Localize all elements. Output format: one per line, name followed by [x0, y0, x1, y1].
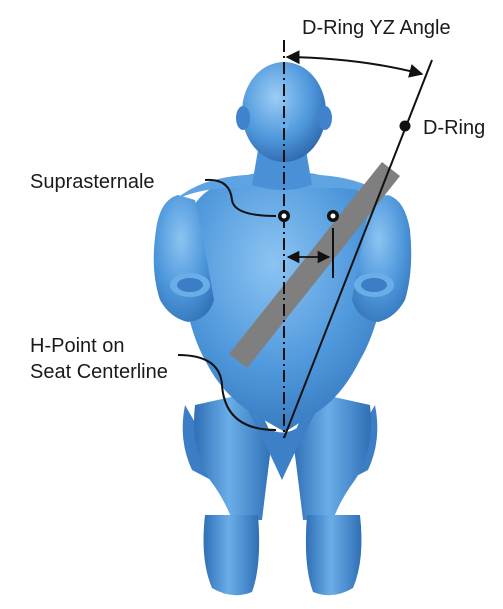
angle-label: D-Ring YZ Angle — [302, 17, 451, 39]
left-foot — [204, 515, 260, 595]
belt-reference-point-center — [331, 214, 336, 219]
suprasternale-point-center — [282, 214, 287, 219]
right-arm-stump-inner — [361, 278, 387, 292]
left-ear — [236, 106, 250, 130]
hpoint-label-line2: Seat Centerline — [30, 361, 168, 383]
d-ring-point — [400, 121, 411, 132]
right-foot — [306, 515, 362, 595]
left-arm-stump-inner — [177, 278, 203, 292]
occupant-figure — [154, 62, 411, 595]
d-ring-label: D-Ring — [423, 117, 485, 139]
suprasternale-label: Suprasternale — [30, 171, 155, 193]
hpoint-label-line1: H-Point on — [30, 335, 125, 357]
right-ear — [318, 106, 332, 130]
